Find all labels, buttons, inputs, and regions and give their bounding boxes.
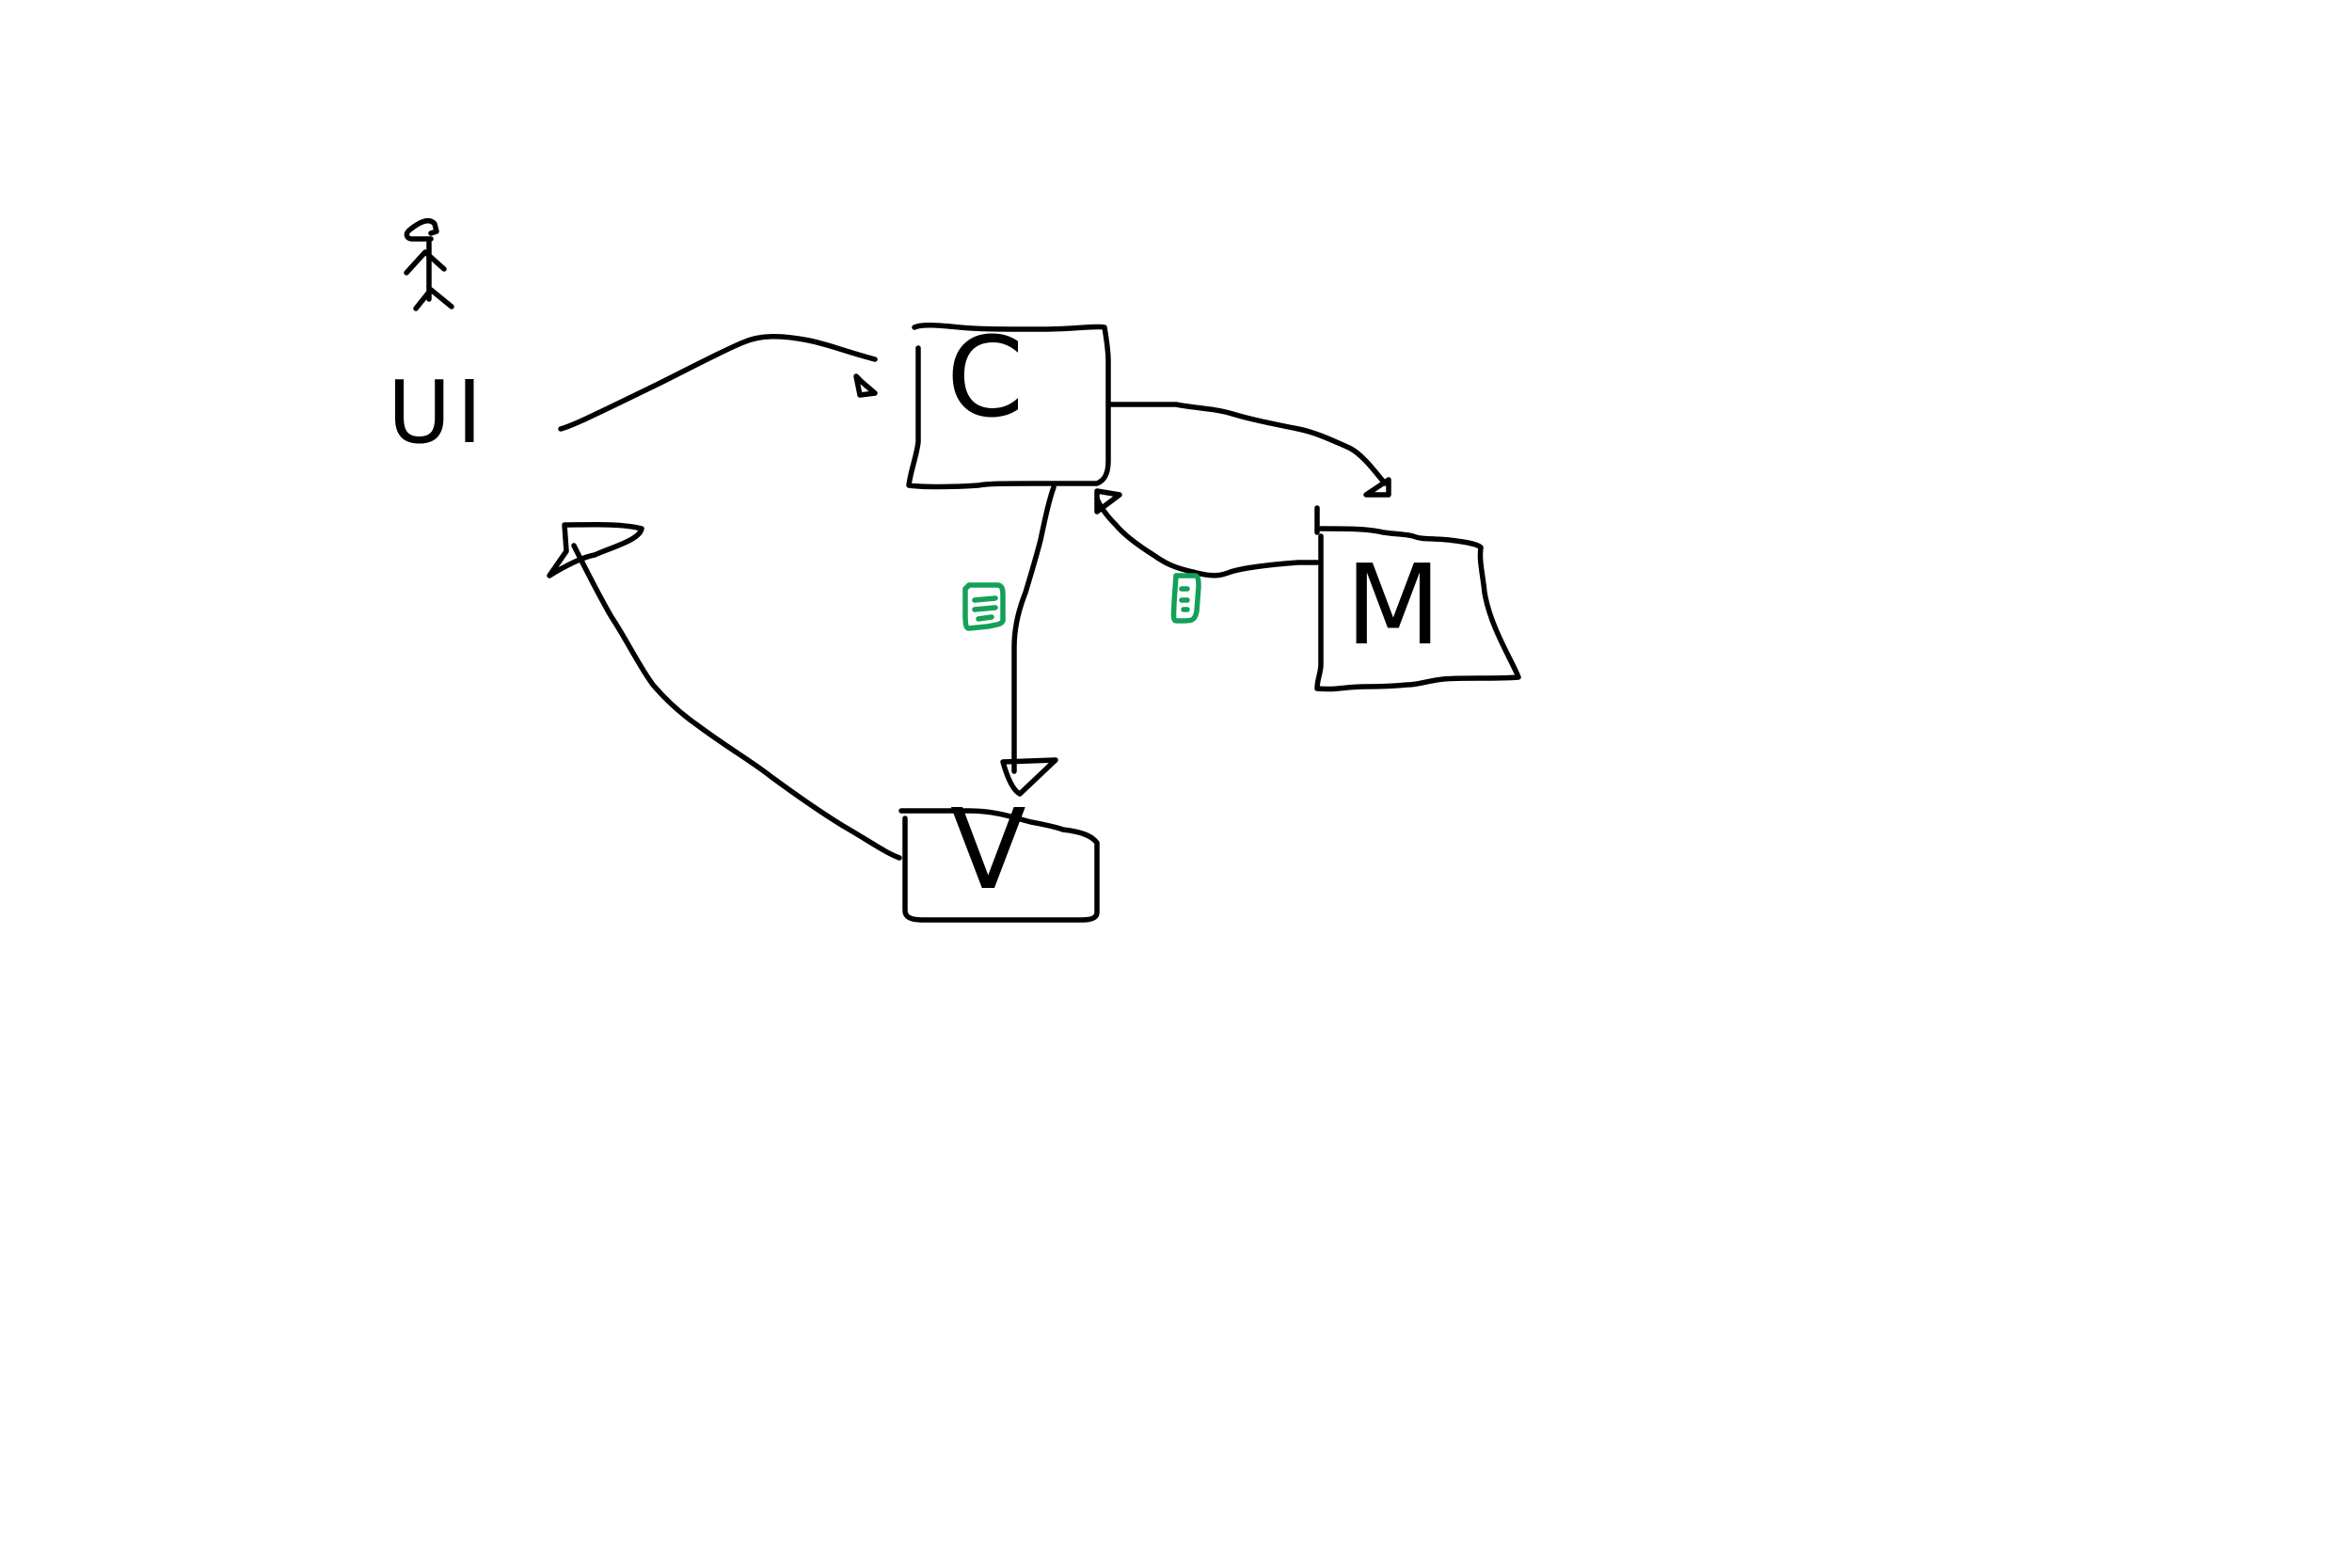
- view-box: V: [898, 784, 1100, 923]
- actor-stick-figure-icon: [404, 217, 454, 311]
- model-label: M: [1345, 540, 1441, 670]
- arrowhead-icon: [1363, 477, 1391, 498]
- edge-controller-to-model: [1107, 402, 1391, 498]
- arrowhead-icon: [1094, 488, 1122, 515]
- arrowhead-icon: [1000, 757, 1058, 797]
- edge-view-to-ui: [547, 521, 902, 861]
- view-label: V: [950, 784, 1026, 914]
- edge-ui-to-controller: [558, 333, 878, 432]
- model-box: M: [1314, 505, 1521, 692]
- document-icon-model-controller: [1170, 573, 1201, 624]
- edge-model-to-controller: [1094, 488, 1320, 578]
- controller-box: C: [906, 312, 1111, 490]
- controller-label: C: [946, 312, 1024, 442]
- document-icon-controller-view: [962, 582, 1006, 631]
- edge-controller-to-view: [1000, 484, 1058, 797]
- arrowhead-icon: [853, 373, 878, 398]
- arrowhead-icon: [547, 521, 644, 578]
- actor-label: UI: [388, 362, 487, 463]
